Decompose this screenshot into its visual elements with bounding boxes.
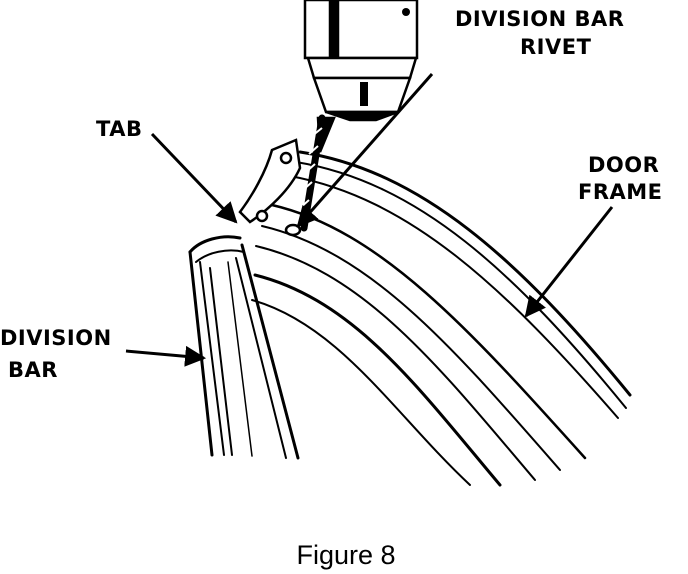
door-frame-label-line2: FRAME (578, 180, 663, 204)
tab-label: TAB (96, 117, 142, 141)
drill (299, 0, 419, 232)
division-bar-rivet-label-line1: DIVISION BAR (455, 7, 624, 31)
rivet-hole (284, 223, 302, 237)
figure-caption: Figure 8 (296, 540, 395, 570)
division-bar (188, 235, 300, 460)
door-frame-label-line1: DOOR (588, 153, 659, 177)
division-bar-rivet-label-line2: RIVET (520, 35, 592, 59)
leader-lines (125, 73, 614, 367)
division-bar-leader-arrow (125, 345, 207, 367)
division-bar-label-line2: BAR (8, 358, 58, 382)
tab-plate (238, 138, 302, 224)
division-bar-label-line1: DIVISION (0, 326, 112, 350)
door-frame-leader-arrow (524, 206, 614, 318)
tab-leader-arrow (150, 132, 238, 224)
rivet-leader-arrow (296, 73, 434, 228)
